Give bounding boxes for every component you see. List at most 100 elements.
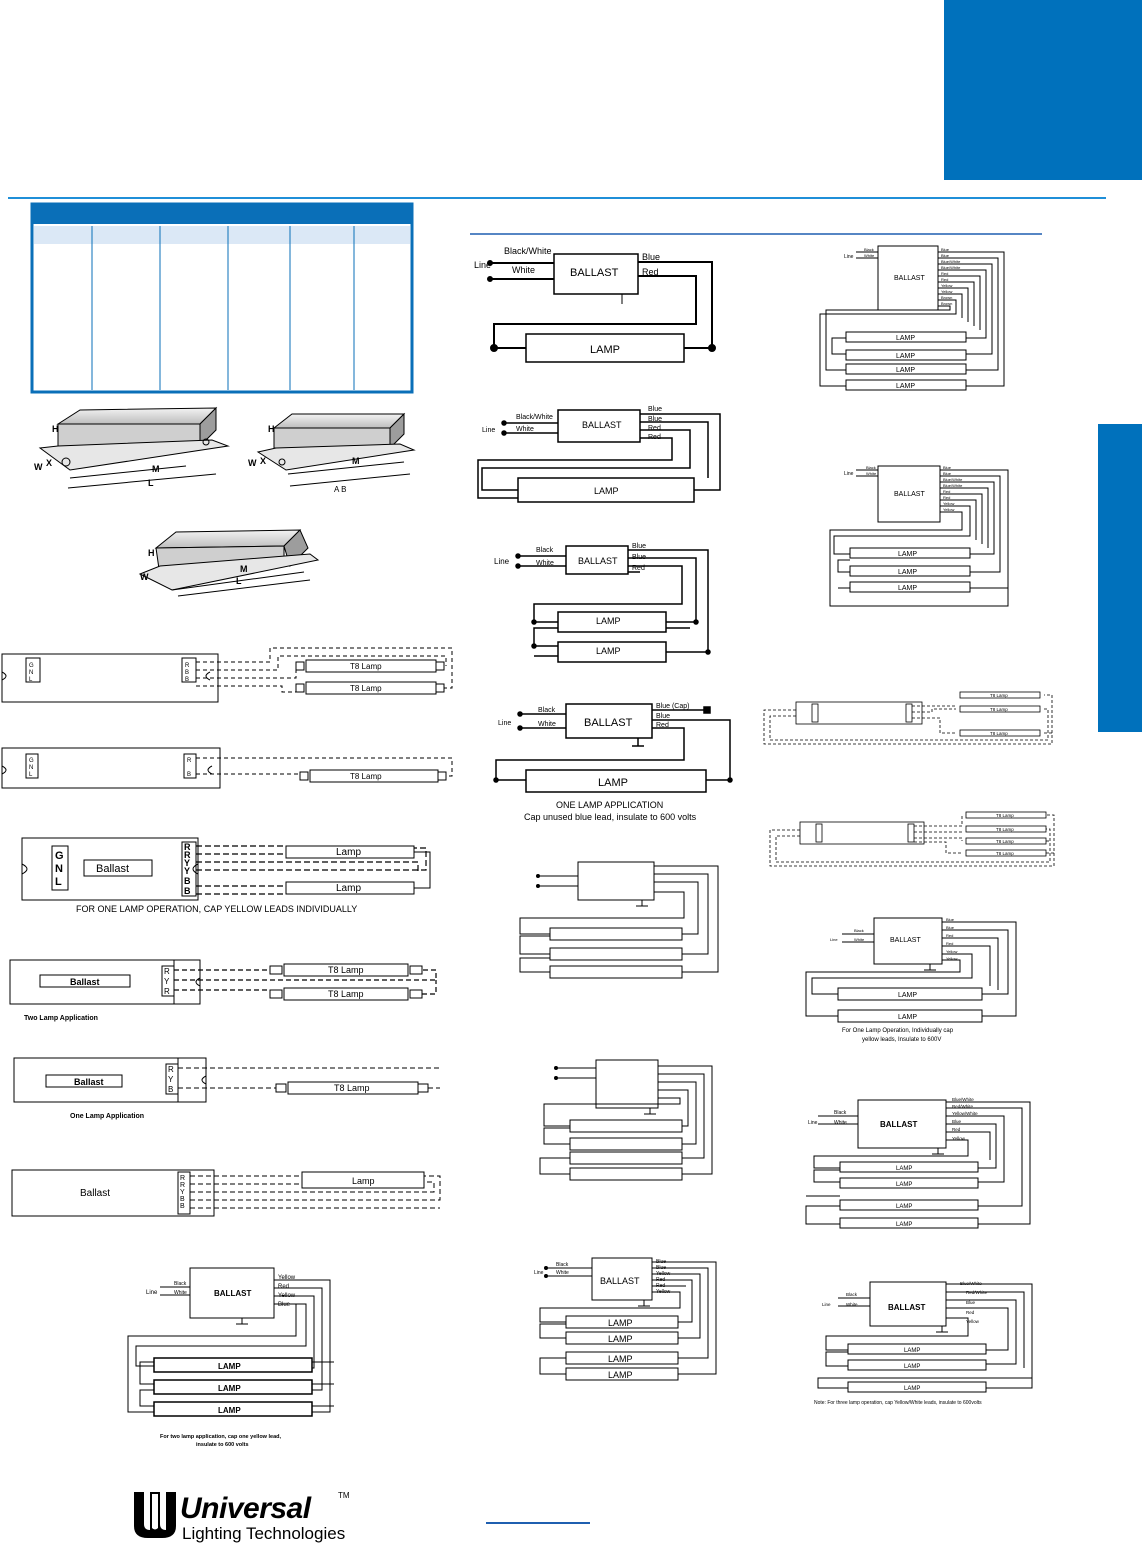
r7-lamp2: LAMP	[904, 1364, 920, 1370]
wiring-mid-6	[539, 1059, 713, 1181]
r2-w2: Blue	[943, 471, 952, 476]
r4-lamp1: T8 Lamp	[996, 813, 1014, 818]
dim-ab-2: A B	[334, 485, 346, 494]
left2-lamp-label: T8 Lamp	[350, 772, 382, 781]
spec-table	[30, 202, 414, 394]
mid4-lamp: LAMP	[598, 777, 628, 789]
left4-r2: R	[164, 987, 170, 996]
left1-g: G	[29, 663, 34, 669]
mid4-white: White	[538, 721, 556, 728]
r7-line: Line	[822, 1302, 831, 1307]
wiring-mid-2	[477, 409, 721, 503]
r1-lamp4: LAMP	[896, 383, 915, 390]
r2-line: Line	[844, 471, 854, 477]
left6-b2: B	[180, 1203, 185, 1210]
r7-black: Black	[846, 1292, 858, 1297]
mid3-ballast: BALLAST	[578, 556, 618, 566]
top-right-accent-block	[944, 0, 1142, 180]
mid2-blue1: Blue	[648, 406, 662, 413]
r1-w4: Blue/White	[941, 265, 961, 270]
dim-m-1: M	[152, 464, 160, 474]
r2-black: Black	[866, 465, 876, 470]
r5-w4: Red	[946, 941, 953, 946]
r7-w3: Blue	[966, 1300, 976, 1305]
r1-w2: Blue	[941, 253, 950, 258]
left1-lamp1-label: T8 Lamp	[350, 662, 382, 671]
dim-x-1: X	[46, 458, 52, 468]
mid4-black: Black	[538, 707, 556, 714]
side-tab	[1098, 424, 1142, 732]
left3-lamp2: Lamp	[336, 883, 361, 894]
left7-blue: Blue	[278, 1302, 291, 1308]
left3-y2: Y	[184, 866, 190, 876]
mid2-ballast: BALLAST	[582, 420, 622, 430]
left6-b1: B	[180, 1196, 185, 1203]
left4-y: Y	[164, 977, 170, 986]
r7-white: White	[846, 1302, 858, 1307]
left3-b1: B	[184, 876, 191, 886]
wiring-mid-4	[493, 703, 733, 793]
mid4-note: Cap unused blue lead, insulate to 600 vo…	[524, 812, 697, 822]
left6-r1: R	[180, 1175, 185, 1182]
r7-w5: Yellow	[966, 1319, 980, 1324]
r6-lamp2: LAMP	[896, 1182, 912, 1188]
left3-note: FOR ONE LAMP OPERATION, CAP YELLOW LEADS…	[76, 904, 357, 914]
mid7-red2: Red	[656, 1283, 665, 1289]
mid4-bluecap: Blue (Cap)	[656, 703, 689, 710]
mid1-bw: Black/White	[504, 246, 552, 256]
r4-lamp2: T8 Lamp	[996, 827, 1014, 832]
wiring-mid-5	[519, 861, 719, 979]
left1-b2: B	[185, 677, 189, 683]
wiring-right-6	[805, 1099, 1031, 1229]
left5-lamp: T8 Lamp	[334, 1083, 370, 1093]
r7-w4: Red	[966, 1310, 975, 1315]
r5-ballast: BALLAST	[890, 937, 921, 944]
left4-r: R	[164, 967, 170, 976]
r5-lamp2: LAMP	[898, 1014, 917, 1021]
left3-ballast: Ballast	[96, 863, 129, 875]
left4-lamp2: T8 Lamp	[328, 989, 364, 999]
mid2-lamp: LAMP	[594, 486, 619, 496]
left6-ballast: Ballast	[80, 1188, 110, 1199]
left2-b: B	[187, 772, 191, 778]
mid1-red: Red	[642, 267, 659, 277]
r1-w8: Yellow	[941, 289, 953, 294]
left2-n: N	[29, 765, 33, 771]
left6-r2: R	[180, 1182, 185, 1189]
r5-black: Black	[854, 928, 864, 933]
dim-h-3: H	[148, 548, 155, 558]
dim-m-3: M	[240, 564, 248, 574]
dim-w-2: W	[248, 458, 257, 468]
wiring-right-7	[817, 1281, 1033, 1393]
r1-w10: Brown	[941, 301, 952, 306]
dim-h-1: H	[52, 424, 59, 434]
mid3-lamp2: LAMP	[596, 646, 621, 656]
r7-note: Note: For three lamp operation, cap Yell…	[814, 1400, 982, 1406]
wiring-right-1	[819, 245, 1005, 391]
wiring-right-5	[805, 917, 1017, 1023]
r1-lamp3: LAMP	[896, 367, 915, 374]
r7-lamp1: LAMP	[904, 1348, 920, 1354]
left3-g: G	[55, 850, 64, 862]
mid4-line: Line	[498, 720, 511, 727]
r6-w1: Blue/White	[952, 1097, 974, 1102]
r5-white: White	[854, 937, 865, 942]
left2-l: L	[29, 772, 33, 778]
mid7-black: Black	[556, 1262, 569, 1268]
mid2-line: Line	[482, 427, 495, 434]
r1-black: Black	[864, 247, 874, 252]
left1-r: R	[185, 663, 190, 669]
mid2-bw: Black/White	[516, 414, 553, 421]
mid3-blue1: Blue	[632, 543, 646, 550]
wiring-left-1	[1, 647, 453, 703]
left7-red: Red	[278, 1284, 289, 1290]
r4-lamp4: T8 Lamp	[996, 851, 1014, 856]
r1-w5: Red	[941, 271, 948, 276]
r1-lamp1: LAMP	[896, 335, 915, 342]
mid7-ballast: BALLAST	[600, 1276, 640, 1286]
r5-w1: Blue	[946, 917, 955, 922]
left7-white: White	[174, 1290, 187, 1296]
mid2-red1: Red	[648, 425, 661, 432]
r1-lamp2: LAMP	[896, 353, 915, 360]
mid7-yellow1: Yellow	[656, 1271, 671, 1277]
